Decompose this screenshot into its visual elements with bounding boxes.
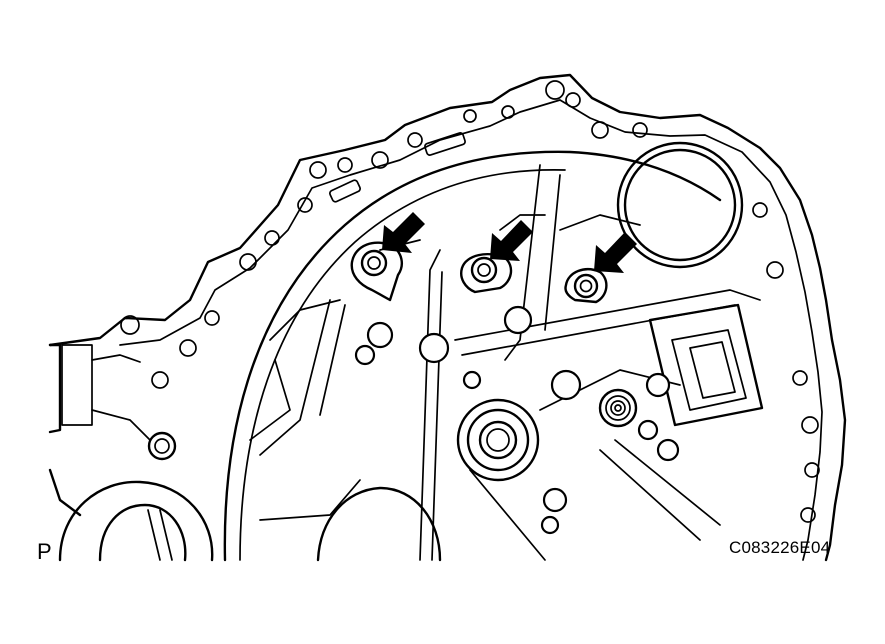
arrow-icon — [594, 232, 637, 273]
rim-holes — [120, 80, 820, 523]
bolt-2 — [460, 253, 513, 294]
round-bosses — [354, 305, 680, 535]
housing-inner-rim — [119, 99, 823, 561]
side-bolt — [147, 431, 177, 461]
side-boss — [648, 303, 764, 427]
center-bearing — [456, 398, 540, 482]
arrow-icon — [382, 212, 425, 253]
bolt-3 — [564, 268, 608, 304]
bolt-1 — [350, 241, 404, 302]
housing-outline — [48, 73, 847, 562]
plug — [598, 388, 638, 428]
bell-arc-inner — [239, 169, 566, 561]
left-bracket — [48, 343, 151, 517]
internal-ribs — [249, 164, 761, 561]
lower-center-opening — [316, 486, 442, 562]
bell-arc — [223, 150, 722, 562]
lower-left-bore — [58, 480, 214, 562]
figure-code: C083226E04 — [729, 538, 831, 557]
view-marker: P — [37, 539, 52, 564]
arrow-icon — [490, 220, 533, 261]
upper-bore — [616, 141, 744, 269]
